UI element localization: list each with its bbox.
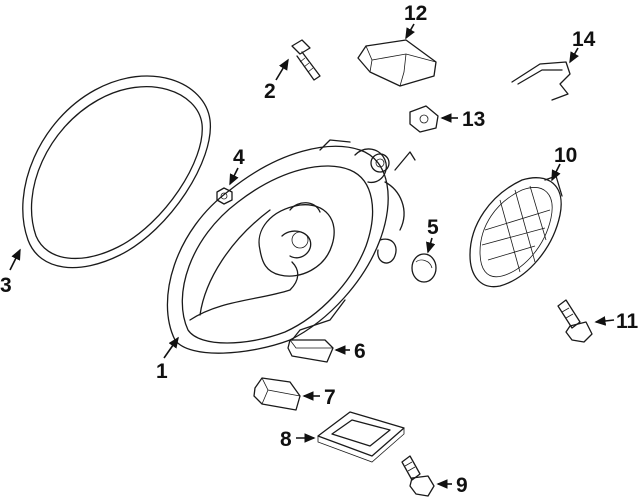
- headlamp-assembly: [166, 139, 416, 354]
- callout-3: 3: [0, 274, 12, 297]
- block-6: [287, 339, 334, 363]
- grille-10: [469, 175, 563, 288]
- callout-5: 5: [427, 216, 439, 239]
- callout-8: 8: [280, 428, 292, 451]
- cap-5: [411, 253, 437, 283]
- bolt-2: [291, 39, 321, 81]
- callout-1: 1: [156, 360, 168, 383]
- callout-11: 11: [616, 310, 639, 333]
- plate-8: [317, 411, 405, 463]
- callout-10: 10: [554, 144, 577, 167]
- callout-4: 4: [233, 146, 245, 169]
- control-unit-12: [357, 39, 437, 87]
- callout-9: 9: [456, 474, 468, 497]
- bolt-9: [401, 455, 435, 497]
- nut-4: [216, 187, 233, 205]
- gasket-ring: [22, 75, 211, 269]
- bracket-14: [511, 61, 571, 101]
- callout-12: 12: [404, 2, 427, 25]
- callout-6: 6: [354, 340, 366, 363]
- module-7: [253, 377, 301, 411]
- leader-lines: [9, 23, 615, 489]
- callout-2: 2: [264, 80, 276, 103]
- callout-7: 7: [324, 386, 336, 409]
- callout-14: 14: [572, 28, 596, 51]
- callout-13: 13: [462, 108, 485, 131]
- connector-13: [409, 105, 439, 133]
- bolt-11: [557, 299, 593, 343]
